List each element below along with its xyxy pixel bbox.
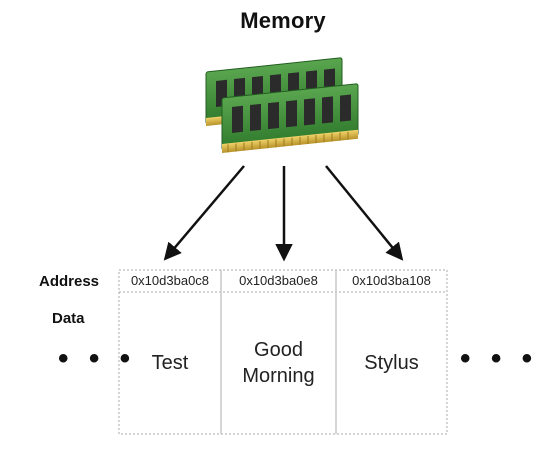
cell-3-address: 0x10d3ba108 [352,273,431,288]
arrow-to-cell-3 [325,165,404,261]
cell-2-address: 0x10d3ba0e8 [239,273,318,288]
ellipsis-right: • • • [460,342,539,375]
diagram-title: Memory [240,8,326,33]
cell-3-value: Stylus [364,352,419,374]
data-label: Data [52,310,85,327]
memory-grid-border [118,269,448,435]
cell-1-value: Test [151,352,189,374]
arrow-to-cell-1 [163,165,245,261]
ram-module-icon [205,57,359,153]
cell-1-address: 0x10d3ba0c8 [130,273,210,288]
ellipsis-left: • • • [58,342,137,375]
address-label: Address [39,273,100,290]
memory-grid [118,269,448,435]
cell-2-value: Good Morning [242,339,315,387]
